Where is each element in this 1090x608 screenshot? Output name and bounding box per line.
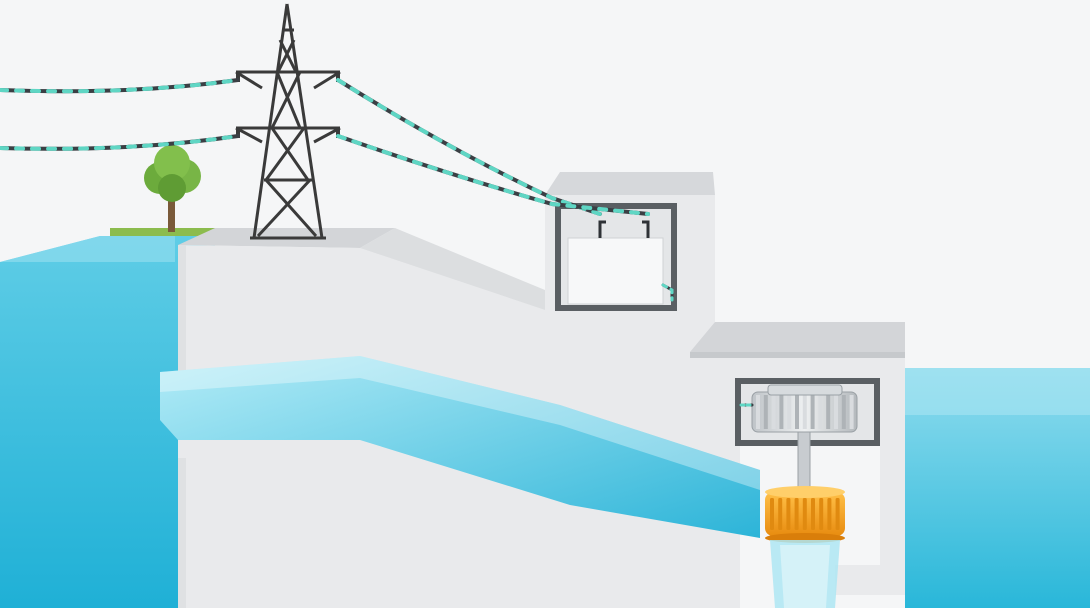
turbine-blade [778, 498, 783, 530]
generator-fin [834, 395, 838, 429]
generator-fin [771, 395, 776, 429]
generator-fin [802, 395, 807, 429]
power-lines [0, 78, 754, 407]
generator-fin [818, 395, 823, 429]
turbine-blade [786, 498, 791, 530]
generator-fin [841, 395, 846, 429]
penstock [160, 356, 760, 538]
turbine [765, 486, 845, 543]
transformer-terminal-right [642, 220, 650, 238]
grass-strip [110, 228, 220, 236]
reservoir [0, 236, 215, 608]
turbine-blade [827, 498, 832, 530]
turbine-blade [802, 498, 807, 530]
turbine-blade [819, 498, 824, 530]
tree [110, 145, 220, 236]
water-discharge [770, 540, 840, 608]
transmission-tower [235, 3, 341, 240]
turbine-blade [794, 498, 799, 530]
transformer [555, 203, 677, 311]
turbine-blade [811, 498, 815, 530]
turbine-blades [770, 498, 840, 530]
generator-fin [826, 395, 831, 429]
transformer-terminal-left [598, 220, 606, 238]
turbine-blade [770, 498, 774, 530]
tailwater [905, 368, 1090, 608]
generator-fin [795, 395, 799, 429]
turbine-blade [835, 498, 840, 530]
generator-fin [756, 395, 760, 429]
generator-fin [787, 395, 792, 429]
transformer-box [567, 237, 664, 305]
generator-fin [849, 395, 854, 429]
generator-fins [756, 395, 854, 429]
generator-fin [779, 395, 784, 429]
generator-fin [810, 395, 815, 429]
generator [735, 378, 880, 446]
generator-fin [763, 395, 768, 429]
